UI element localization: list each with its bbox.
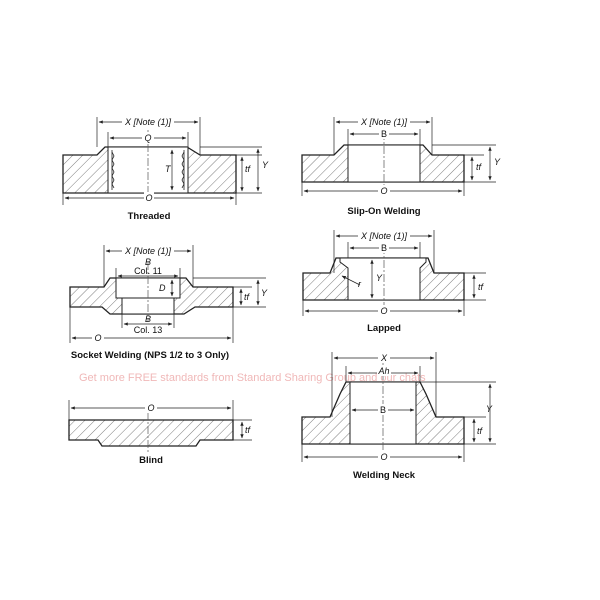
welding-neck-o-label: O (380, 452, 387, 462)
blind-section (68, 419, 234, 447)
lapped-stub-end (339, 257, 427, 301)
thread-lines (111, 151, 185, 189)
lapped-x-label: X [Note (1)] (360, 231, 408, 241)
lapped-caption: Lapped (367, 323, 401, 334)
threaded-q-label: Q (144, 133, 151, 143)
threaded-tf-label: tf (245, 164, 252, 174)
slip-on-o-label: O (380, 186, 387, 196)
socket-y-label: Y (261, 288, 268, 298)
threaded-y-label: Y (262, 160, 269, 170)
slip-on-flange: X [Note (1)] B tf Y O Slip-On Welding (301, 116, 501, 217)
socket-col11-label: Col. 11 (134, 266, 162, 276)
welding-neck-ah-label: Ah (377, 366, 389, 376)
socket-x-label: X [Note (1)] (124, 246, 172, 256)
welding-neck-flange: X Ah B Y tf O Welding Neck (301, 352, 496, 481)
lapped-y-label: Y (376, 273, 383, 283)
welding-neck-tf-label: tf (477, 426, 484, 436)
socket-d-label: D (159, 283, 166, 293)
lapped-r-label: r (358, 279, 362, 289)
socket-caption: Socket Welding (NPS 1/2 to 3 Only) (71, 350, 229, 361)
lapped-flange: X [Note (1)] B Y r tf O Lapped (302, 230, 486, 334)
socket-b-bottom-label: B (145, 314, 151, 324)
slip-on-x-label: X [Note (1)] (360, 117, 408, 127)
lapped-b-label: B (381, 243, 387, 253)
threaded-o-label: O (145, 193, 152, 203)
socket-welding-flange: X [Note (1)] B Col. 11 D B Col. 13 tf Y … (69, 245, 268, 361)
socket-tf-label: tf (244, 292, 251, 302)
watermark-text: Get more FREE standards from Standard Sh… (79, 372, 426, 384)
slip-on-tf-label: tf (476, 162, 483, 172)
welding-neck-y-label: Y (486, 404, 493, 414)
slip-on-caption: Slip-On Welding (347, 206, 420, 217)
socket-col13-label: Col. 13 (134, 325, 163, 335)
lapped-tf-label: tf (478, 282, 485, 292)
socket-b-top-label: B (145, 257, 151, 267)
slip-on-b-label: B (381, 129, 387, 139)
socket-o-label: O (94, 333, 101, 343)
threaded-caption: Threaded (128, 211, 171, 222)
blind-o-label: O (147, 403, 154, 413)
blind-flange: O tf Blind (68, 400, 252, 466)
threaded-t-label: T (165, 164, 172, 174)
blind-tf-label: tf (245, 425, 252, 435)
threaded-x-label: X [Note (1)] (124, 117, 172, 127)
welding-neck-b-label: B (380, 405, 386, 415)
welding-neck-caption: Welding Neck (353, 470, 416, 481)
welding-neck-x-label: X (380, 353, 388, 363)
slip-on-y-label: Y (494, 157, 501, 167)
threaded-flange: X [Note (1)] Q T tf Y O Threaded (62, 116, 269, 222)
lapped-o-label: O (380, 306, 387, 316)
blind-caption: Blind (139, 455, 163, 466)
